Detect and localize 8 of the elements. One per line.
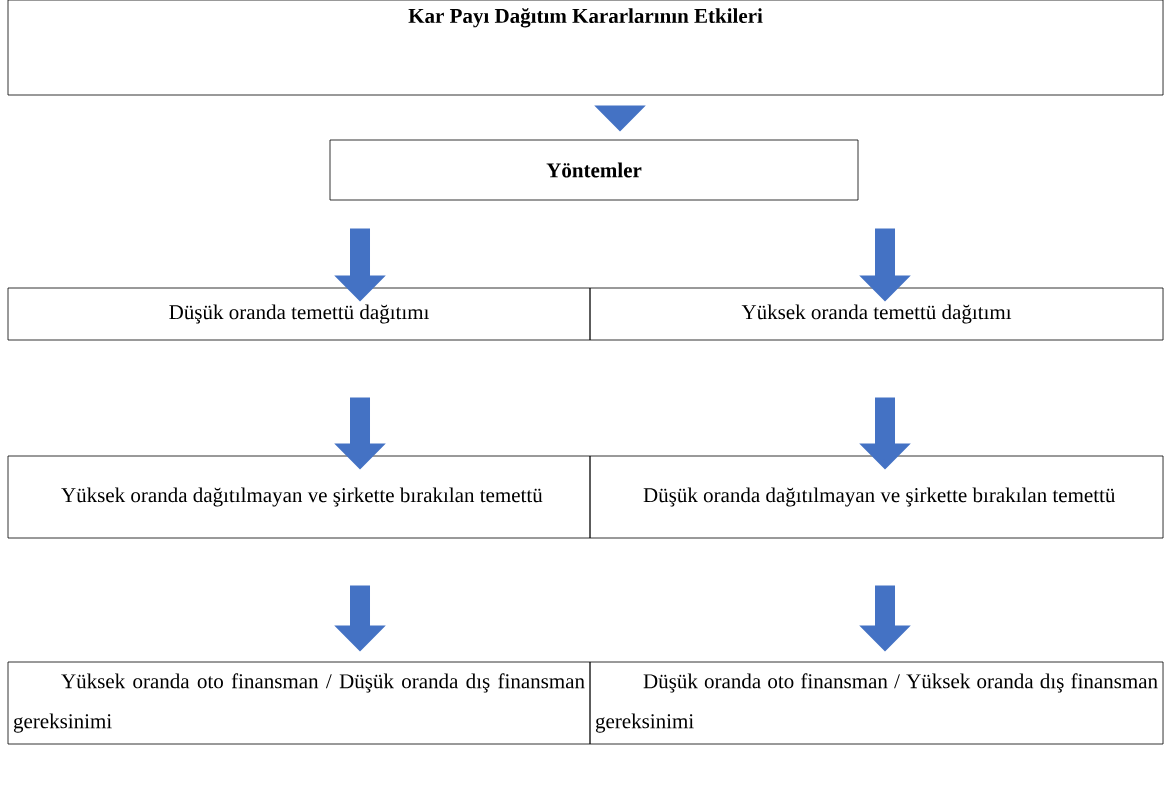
process-box: Yüksek oranda temettü dağıtımı [589,287,1164,341]
title-box: Kar Payı Dağıtım Kararlarının Etkileri [7,0,1164,96]
process-box: Düşük oranda temettü dağıtımı [7,287,591,341]
process-box: Düşük oranda dağıtılmayan ve şirkette bırakılan temettü [589,455,1164,539]
process-box: Yüksek oranda oto finansman / Düşük oranda dış finansman gereksinimi [7,661,591,745]
method-box: Yöntemler [329,139,859,201]
process-box: Düşük oranda oto finansman / Yüksek oranda dış finansman gereksinimi [589,661,1164,745]
process-box: Yüksek oranda dağıtılmayan ve şirkette bırakılan temettü [7,455,591,539]
